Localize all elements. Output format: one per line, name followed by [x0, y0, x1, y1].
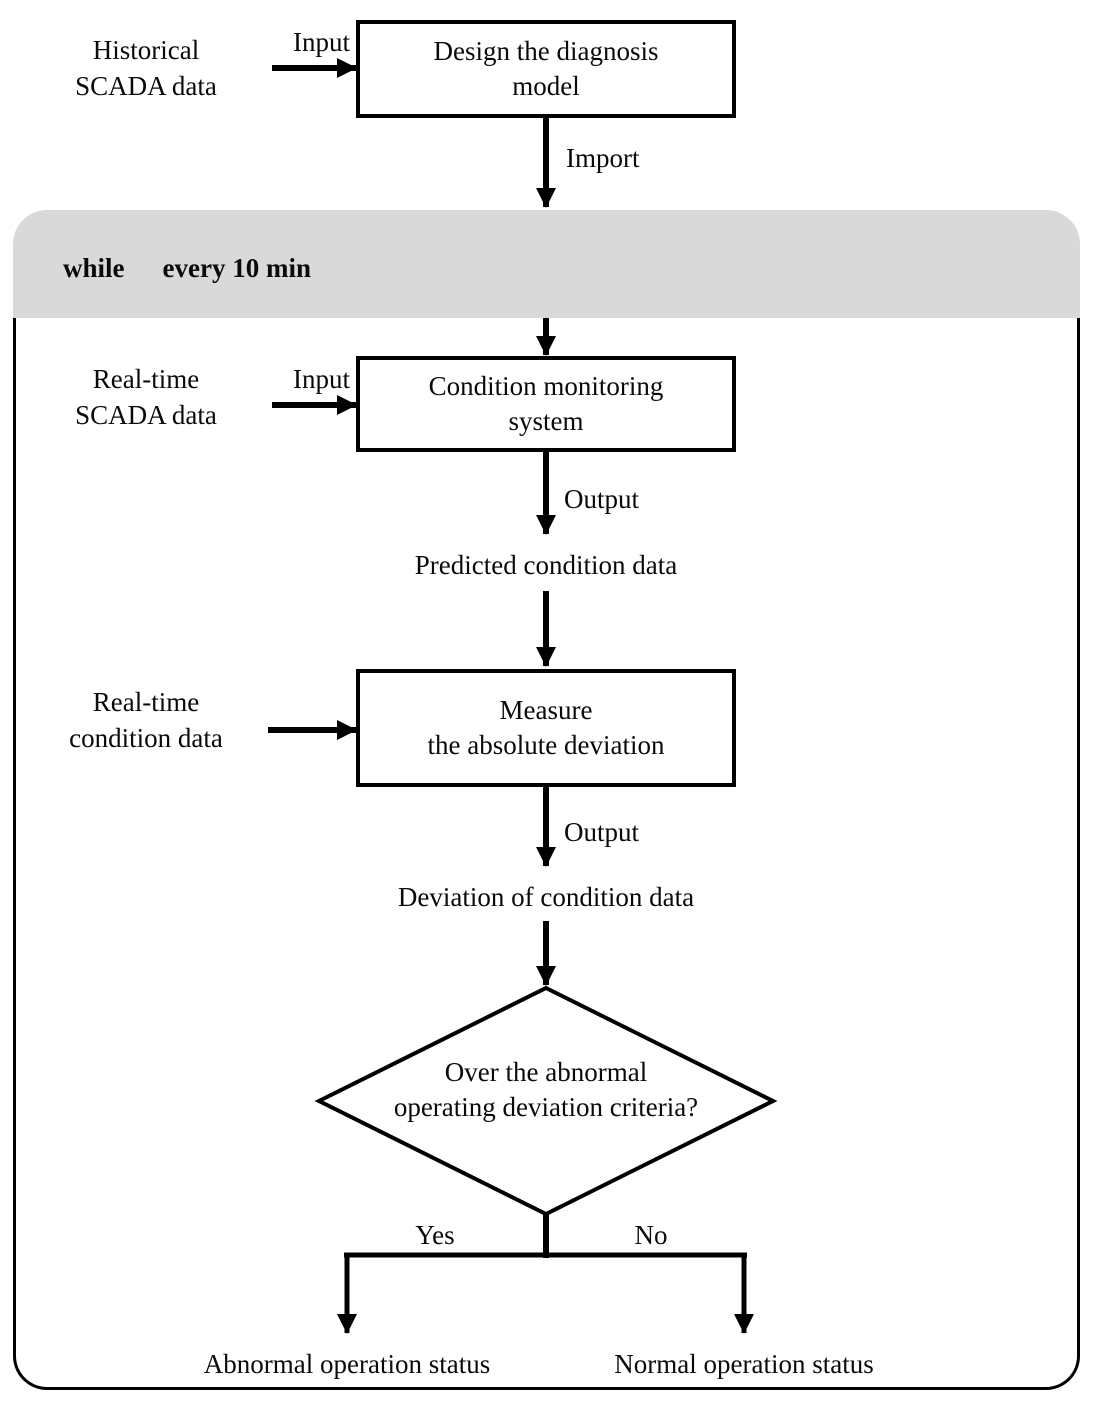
deviation-condition-label: Deviation of condition data [397, 882, 695, 912]
import-label: Import [566, 143, 640, 173]
measure-deviation-box: Measure the absolute deviation [356, 669, 736, 787]
design-diagnosis-box: Design the diagnosis model [356, 20, 736, 118]
while-loop-header-band [13, 210, 1080, 318]
condition-monitoring-box: Condition monitoring system [356, 356, 736, 452]
no-label: No [634, 1220, 668, 1250]
historical-scada-label: Historical SCADA data [75, 35, 217, 101]
realtime-condition-label: Real-time condition data [69, 687, 223, 753]
while-loop-header: while every 10 min [63, 251, 311, 285]
while-condition: every 10 min [162, 253, 311, 283]
realtime-scada-label: Real-time SCADA data [75, 364, 217, 430]
input-label-top: Input [293, 27, 350, 57]
output-label-measure: Output [564, 817, 640, 847]
while-keyword: while [63, 253, 125, 283]
decision-diamond-text: Over the abnormal operating deviation cr… [393, 1057, 699, 1122]
yes-label: Yes [415, 1220, 455, 1250]
abnormal-status-label: Abnormal operation status [203, 1349, 491, 1379]
input-label-loop: Input [293, 364, 350, 394]
decision-diamond [314, 985, 778, 1217]
normal-status-label: Normal operation status [614, 1349, 874, 1379]
while-loop-body-border [13, 318, 1080, 1390]
predicted-condition-label: Predicted condition data [414, 550, 678, 580]
output-label-monitoring: Output [564, 484, 640, 514]
